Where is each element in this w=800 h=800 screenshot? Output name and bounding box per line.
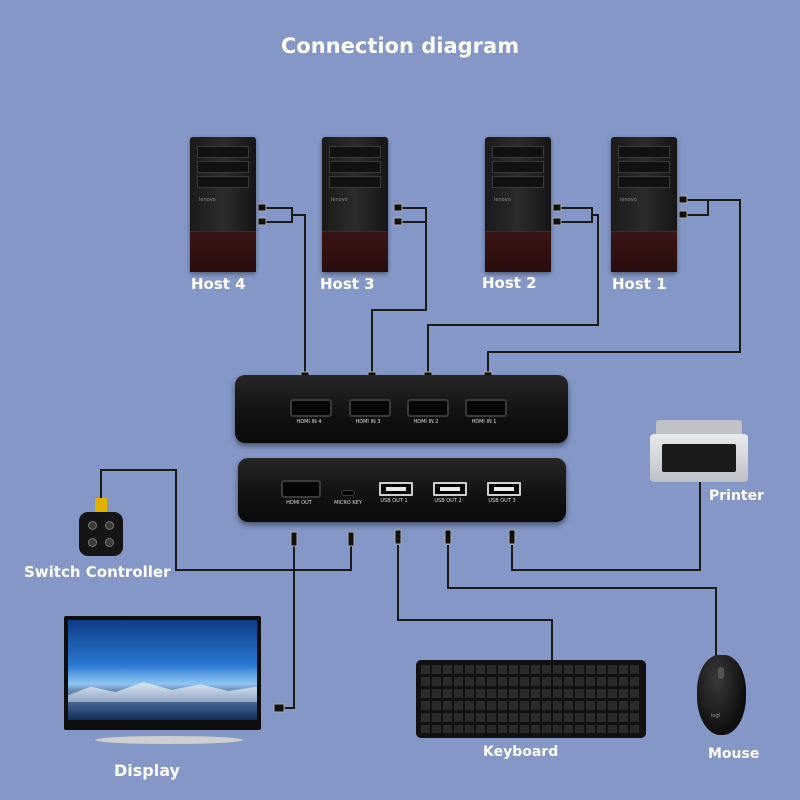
printer-icon [650, 420, 748, 482]
monitor-stand [95, 736, 243, 744]
host-2-label: Host 2 [482, 274, 537, 292]
computer-tower-icon: lenovo [485, 137, 551, 272]
plug-usb2 [444, 529, 452, 545]
usb-port-icon [433, 482, 467, 496]
cable-mouse [447, 545, 717, 658]
plug-hdmi-out [290, 531, 298, 547]
mouse-icon: logi [697, 655, 746, 735]
hdmi-in-2-label: HDMI IN 2 [413, 419, 439, 425]
micro-key-label: MICRO KEY [334, 500, 362, 506]
display-label: Display [114, 761, 180, 780]
mouse-label: Mouse [708, 746, 760, 762]
cable-display [283, 545, 295, 709]
switch-controller-label: Switch Controller [24, 563, 171, 581]
hdmi-port-icon [290, 399, 332, 417]
printer-label: Printer [709, 488, 765, 504]
hdmi-port-icon [281, 480, 321, 498]
plug-usb3 [508, 529, 516, 545]
plug-host2-a [552, 203, 562, 212]
kvm-switch-front: HDMI IN 4 HDMI IN 3 HDMI IN 2 HDMI IN 1 [235, 375, 568, 443]
keypad-icon [79, 498, 123, 556]
cable-printer [511, 482, 701, 571]
usb-port-icon [379, 482, 413, 496]
plug-host3-a [393, 203, 403, 212]
kvm-switch-back: HDMI OUT MICRO KEY USB OUT 1 USB OUT 2 U… [238, 458, 566, 522]
cable-host1 [487, 199, 741, 378]
computer-tower-icon: lenovo [190, 137, 256, 272]
monitor-icon [64, 616, 261, 730]
usb-out-3-label: USB OUT 3 [488, 498, 516, 504]
hdmi-port-icon [349, 399, 391, 417]
keyboard-icon [416, 660, 646, 738]
computer-tower-icon: lenovo [322, 137, 388, 272]
plug-host3-b [393, 217, 403, 226]
hdmi-out-label: HDMI OUT [286, 500, 312, 506]
host-3-label: Host 3 [320, 275, 375, 293]
plug-host1-b [678, 210, 688, 219]
plug-host1-a [678, 195, 688, 204]
cable-keyboard [397, 545, 553, 662]
cable-host3 [371, 207, 427, 378]
host-4-label: Host 4 [191, 275, 246, 293]
plug-host4-a [257, 203, 267, 212]
cable-controller [100, 469, 352, 571]
micro-usb-port-icon [341, 490, 355, 496]
hdmi-port-icon [407, 399, 449, 417]
cable-host4 [262, 207, 306, 378]
plug-micro-key [347, 531, 355, 547]
computer-tower-icon: lenovo [611, 137, 677, 272]
hdmi-port-icon [465, 399, 507, 417]
keyboard-label: Keyboard [483, 744, 559, 760]
usb-out-1-label: USB OUT 1 [380, 498, 408, 504]
plug-host4-b [257, 217, 267, 226]
usb-out-2-label: USB OUT 2 [434, 498, 462, 504]
cable-host2 [427, 207, 599, 378]
plug-usb1 [394, 529, 402, 545]
plug-display [273, 703, 285, 713]
usb-port-icon [487, 482, 521, 496]
diagram-title: Connection diagram [280, 34, 520, 58]
hdmi-in-3-label: HDMI IN 3 [355, 419, 381, 425]
hdmi-in-1-label: HDMI IN 1 [471, 419, 497, 425]
plug-host2-b [552, 217, 562, 226]
host-1-label: Host 1 [612, 275, 667, 293]
hdmi-in-4-label: HDMI IN 4 [296, 419, 322, 425]
